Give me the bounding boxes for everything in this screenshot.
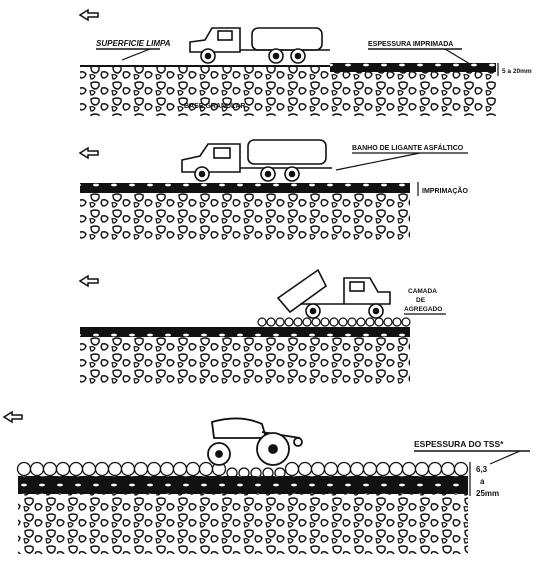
granular-base-label: BASE GRANULAR — [184, 103, 245, 110]
aggregate-layer — [16, 461, 469, 479]
left-arrow-icon — [78, 146, 99, 160]
truck-icon — [189, 27, 330, 64]
thickness-min-label: 6,3 — [476, 465, 488, 474]
aggregate-label-line3: AGREGADO — [404, 306, 442, 313]
thickness-max-label: 25mm — [476, 489, 499, 498]
panel-3-aggregate-spread: CAMADA DE AGREGADO — [78, 268, 446, 385]
primed-surface-band — [330, 63, 496, 72]
thickness-range-label: 5 a 20mm — [502, 68, 532, 75]
binder-band — [80, 327, 410, 337]
prime-thickness-label: ESPESSURA IMPRIMADA — [368, 41, 453, 48]
aggregate-label-line2: DE — [416, 297, 426, 304]
left-arrow-icon — [78, 274, 99, 288]
granular-base-layer — [18, 494, 468, 554]
clean-surface-label: SUPERFICIE LIMPA — [96, 39, 171, 48]
aggregate-layer — [257, 317, 411, 327]
truck-icon — [181, 139, 332, 182]
aggregate-label-line1: CAMADA — [408, 288, 437, 295]
granular-base-layer — [80, 66, 496, 116]
granular-base-layer — [80, 337, 410, 385]
tss-thickness-label: ESPESSURA DO TSS* — [414, 439, 504, 449]
granular-base-layer — [80, 193, 410, 241]
dump-truck-icon — [276, 268, 391, 319]
left-arrow-icon — [78, 8, 99, 22]
left-arrow-icon — [2, 410, 23, 424]
thickness-separator-label: a — [480, 477, 485, 486]
roller-icon — [207, 417, 303, 466]
panel-4-rolling: ESPESSURA DO TSS* 6,3 a 25mm — [2, 410, 530, 554]
panel-2-binder-spray: BANHO DE LIGANTE ASFÁLTICO IMPRIMAÇÃO — [78, 139, 468, 241]
binder-bath-label: BANHO DE LIGANTE ASFÁLTICO — [352, 143, 464, 152]
binder-band — [18, 476, 468, 494]
binder-band — [80, 183, 410, 193]
panel-1-priming: SUPERFICIE LIMPA ESPESSURA IMPRIMADA 5 a… — [78, 8, 532, 116]
priming-label: IMPRIMAÇÃO — [422, 186, 468, 195]
